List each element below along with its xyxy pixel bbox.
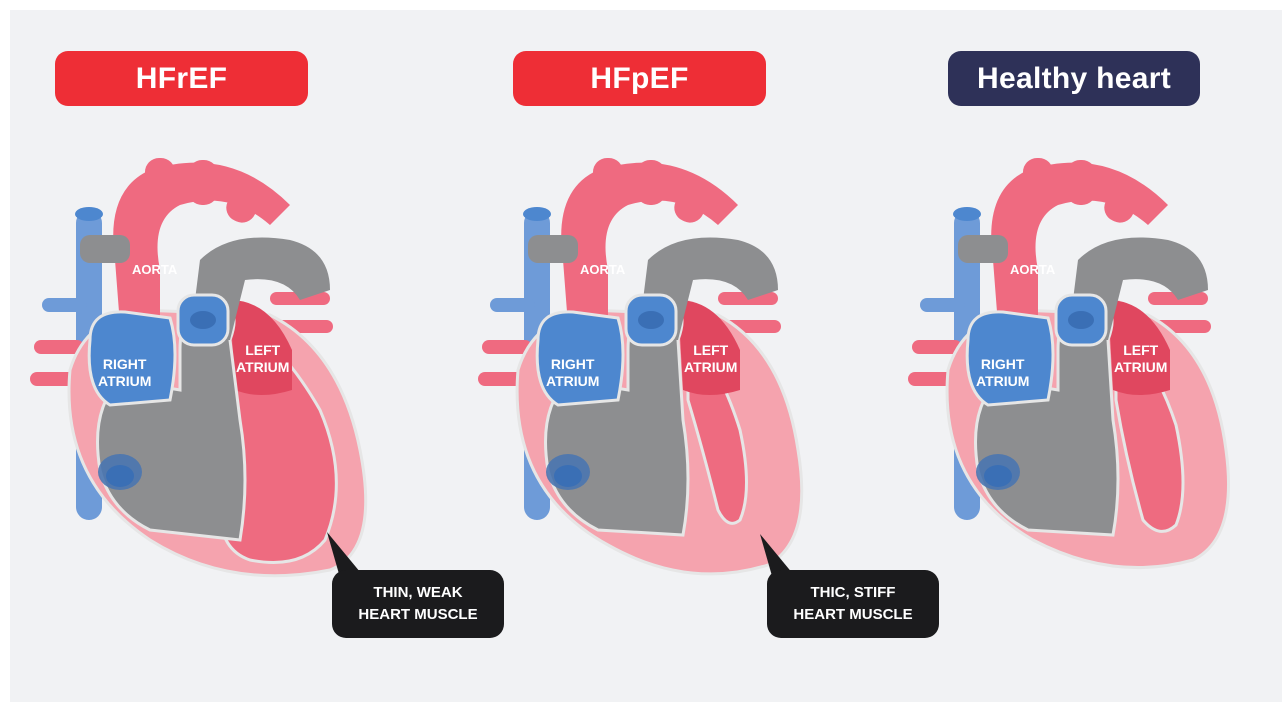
- label-left-atrium: LEFT ATRIUM: [236, 342, 289, 376]
- label-right-atrium: RIGHT ATRIUM: [976, 356, 1029, 390]
- heart-healthy: AORTA RIGHT ATRIUM LEFT ATRIUM: [908, 150, 1248, 600]
- title-hfpef: HFpEF: [513, 51, 766, 106]
- label-aorta: AORTA: [580, 262, 625, 278]
- label-aorta: AORTA: [132, 262, 177, 278]
- title-hfref: HFrEF: [55, 51, 308, 106]
- title-healthy-heart: Healthy heart: [948, 51, 1200, 106]
- heart-normal-icon: [908, 150, 1248, 600]
- label-left-atrium: LEFT ATRIUM: [1114, 342, 1167, 376]
- heart-hfref: AORTA RIGHT ATRIUM LEFT ATRIUM: [30, 150, 370, 600]
- label-left-atrium: LEFT ATRIUM: [684, 342, 737, 376]
- heart-wall-thin-icon: [30, 150, 370, 600]
- label-right-atrium: RIGHT ATRIUM: [98, 356, 151, 390]
- label-aorta: AORTA: [1010, 262, 1055, 278]
- label-right-atrium: RIGHT ATRIUM: [546, 356, 599, 390]
- diagram-panel: HFrEF HFpEF Healthy heart: [10, 10, 1282, 702]
